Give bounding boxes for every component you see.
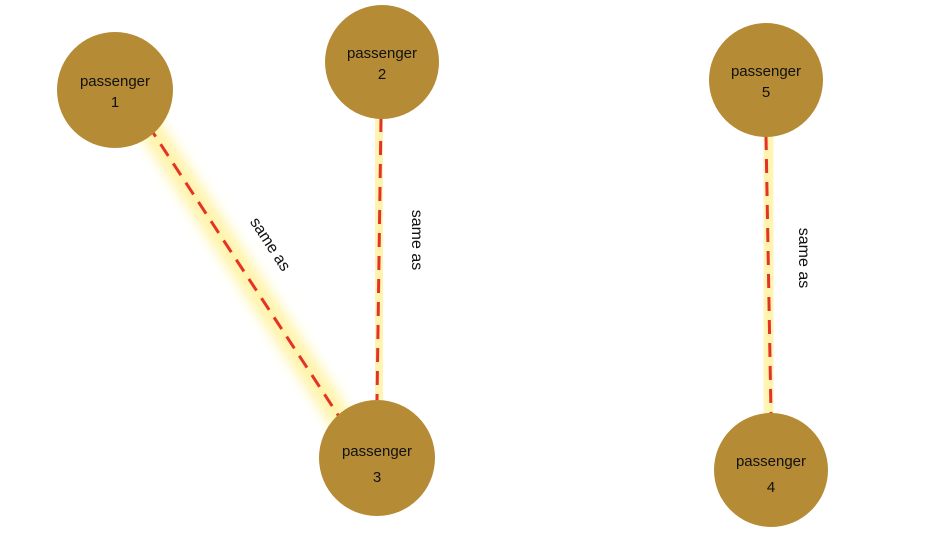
node-passenger-5[interactable]: passenger 5 (709, 23, 823, 137)
node-passenger-5-label-line1: passenger (731, 63, 801, 80)
edge-p2-p3-line (375, 117, 383, 401)
node-passenger-2-label-line1: passenger (347, 45, 417, 62)
edge-p2-p3[interactable]: same as (364, 105, 425, 413)
edge-p1-p3[interactable]: same as (135, 112, 353, 431)
edge-p5-p4-line (764, 135, 773, 415)
node-passenger-1[interactable]: passenger 1 (57, 32, 173, 148)
edge-p5-p4[interactable]: same as (753, 123, 812, 427)
node-passenger-2-circle (325, 5, 439, 119)
node-passenger-3-label-line1: passenger (342, 443, 412, 460)
edge-p5-p4-label: same as (795, 228, 812, 288)
node-passenger-1-label-line1: passenger (80, 73, 150, 90)
node-passenger-5-circle (709, 23, 823, 137)
node-passenger-4-circle (714, 413, 828, 527)
node-passenger-1-circle (57, 32, 173, 148)
node-passenger-4[interactable]: passenger 4 (714, 413, 828, 527)
edge-p2-p3-label: same as (408, 210, 425, 270)
node-passenger-3-circle (319, 400, 435, 516)
node-passenger-3[interactable]: passenger 3 (319, 400, 435, 516)
node-passenger-2[interactable]: passenger 2 (325, 5, 439, 119)
node-passenger-4-label-line1: passenger (736, 453, 806, 470)
node-passenger-3-label-line2: 3 (373, 469, 381, 486)
node-passenger-5-label-line2: 5 (762, 84, 770, 101)
node-passenger-4-label-line2: 4 (767, 479, 775, 496)
node-passenger-1-label-line2: 1 (111, 94, 119, 111)
edge-p1-p3-line (146, 124, 342, 419)
node-passenger-2-label-line2: 2 (378, 66, 386, 83)
